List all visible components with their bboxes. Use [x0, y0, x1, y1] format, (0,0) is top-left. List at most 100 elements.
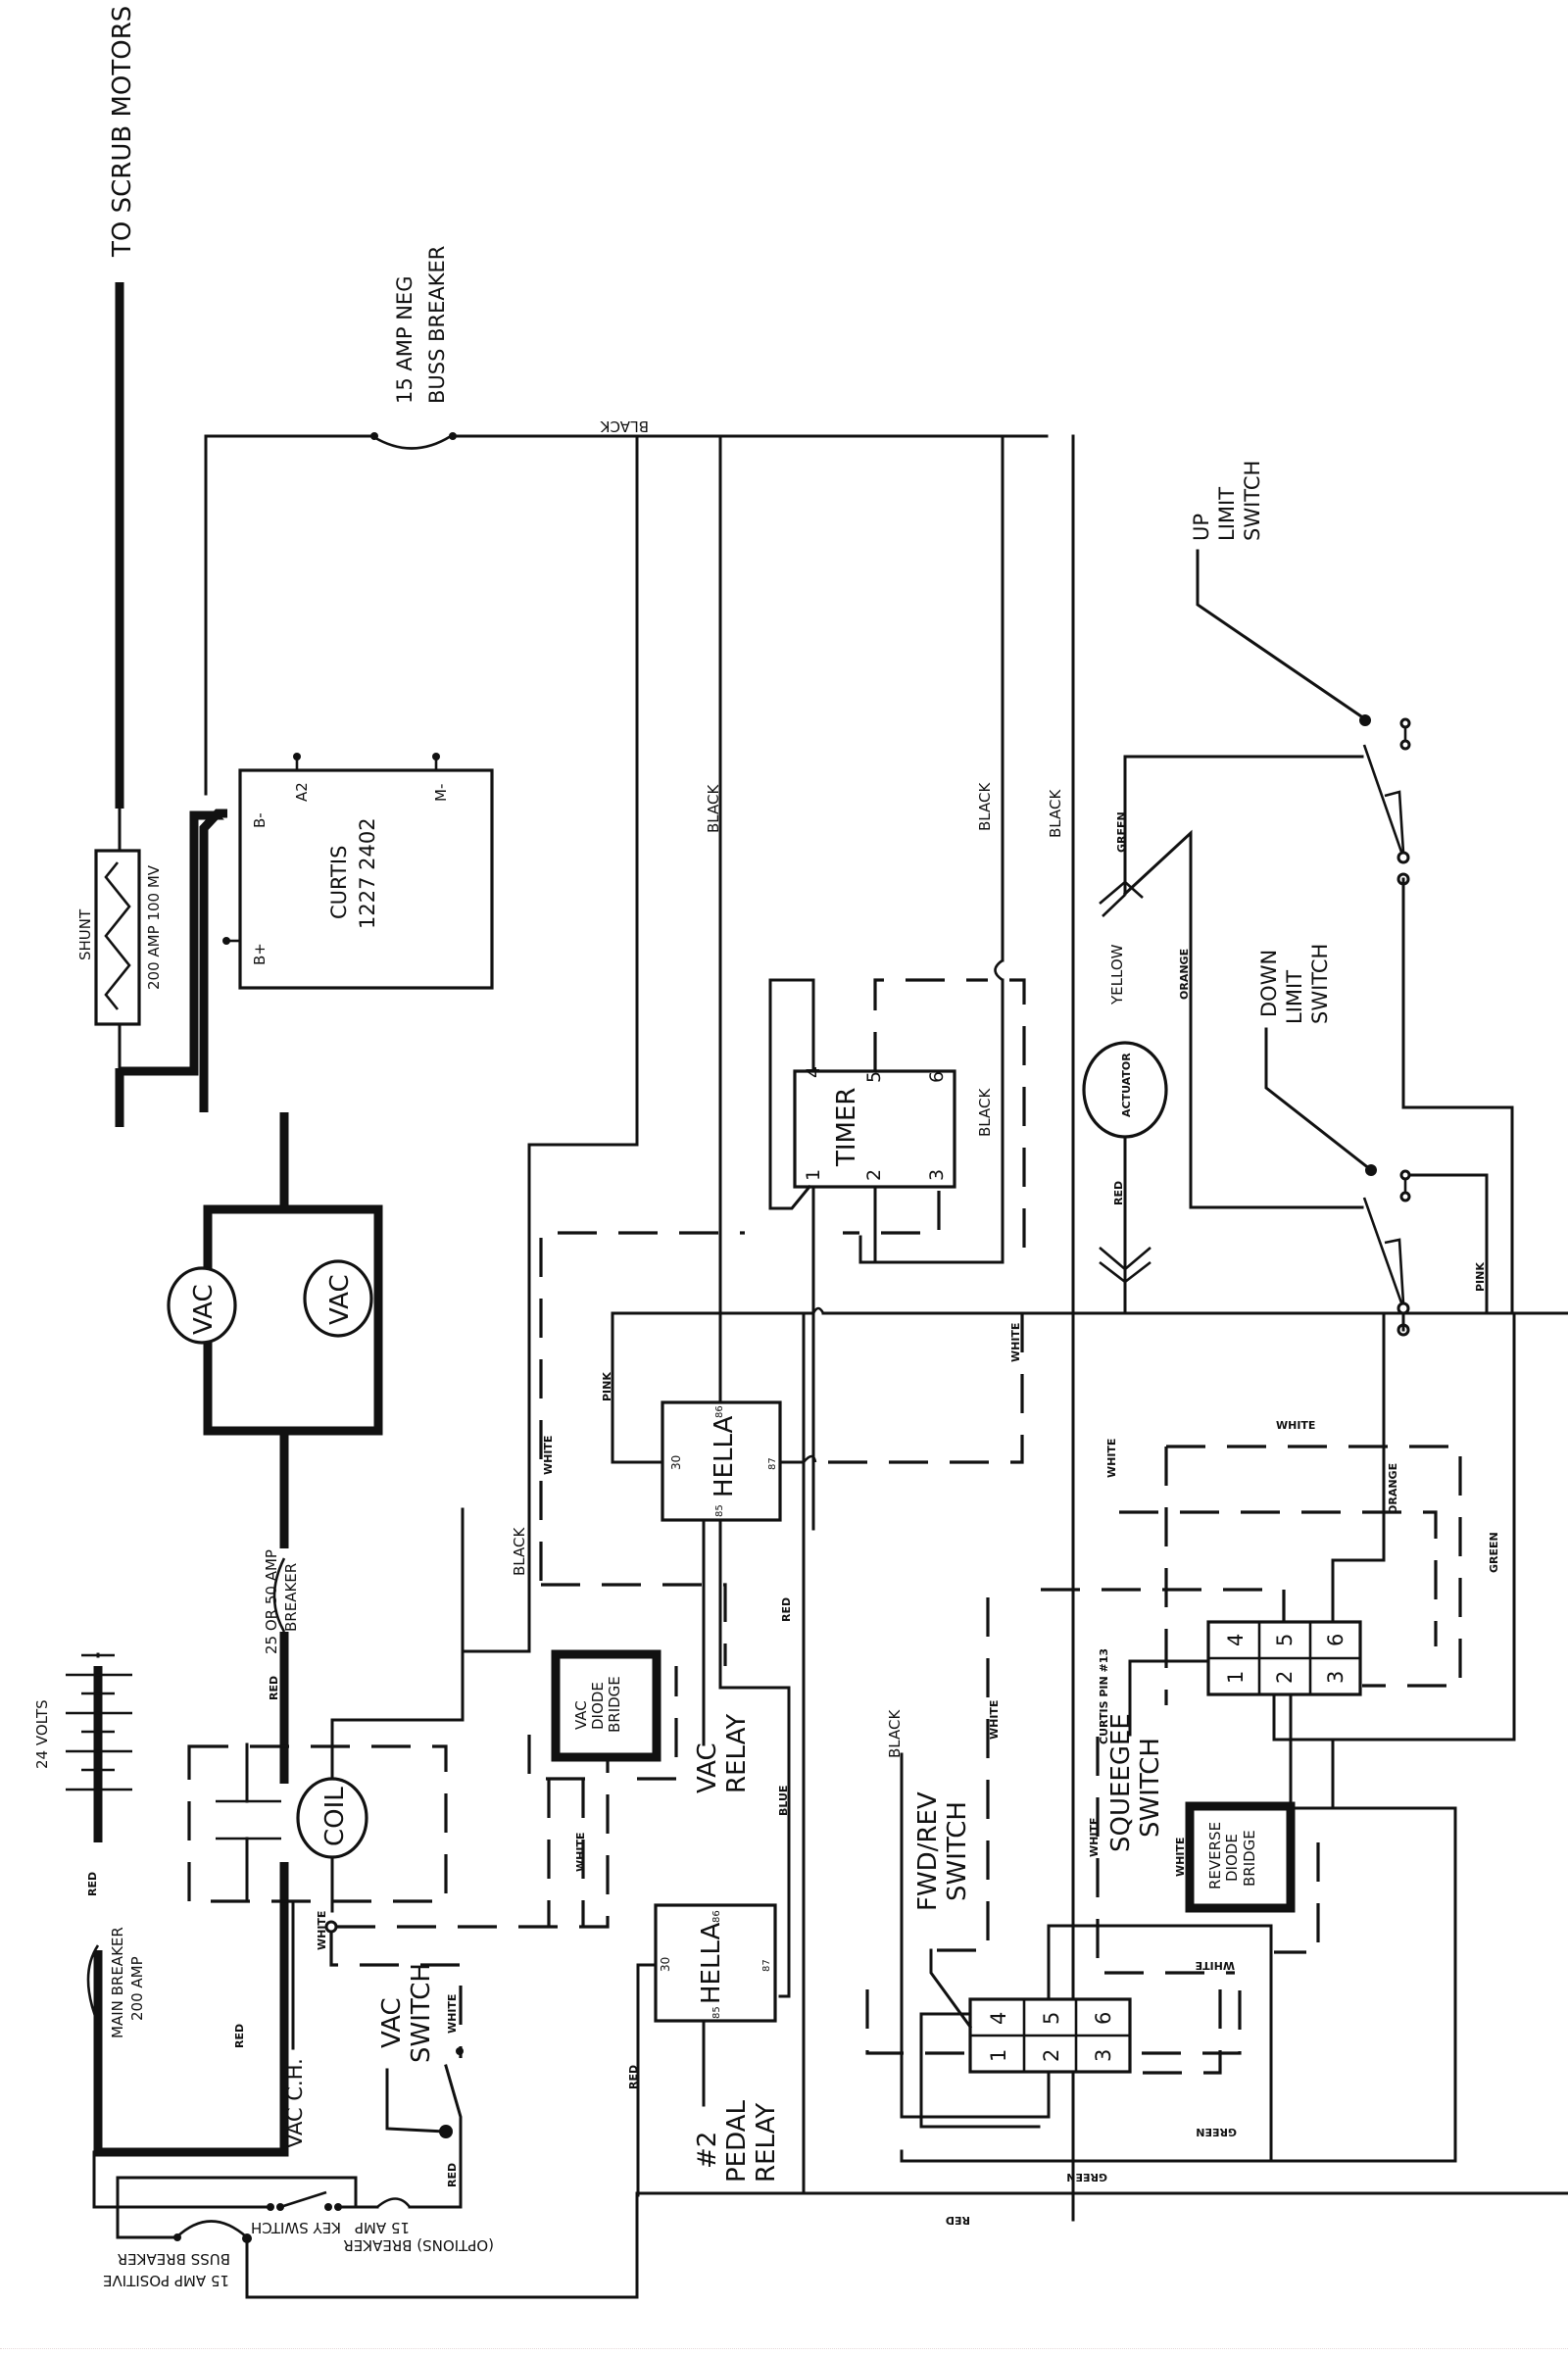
wire-label-black-5: BLACK: [511, 1527, 528, 1576]
wire-label-red-5: RED: [780, 1597, 793, 1622]
wire-label-white-6: WHITE: [1276, 1419, 1315, 1432]
fwdrev-pin-4: 4: [987, 2012, 1010, 2025]
vac-relay-line1: VAC: [693, 1742, 722, 1793]
squeegee-switch-block: 4 5 6 1 2 3 WHITE ORANGE GREEN WHITE CUR…: [1041, 1311, 1516, 2163]
timer: 4 5 6 1 2 3 TIMER: [768, 978, 1026, 1531]
squeegee-pin-3: 3: [1324, 1671, 1348, 1684]
timer-label: TIMER: [832, 1088, 861, 1167]
curtis-b-minus: B-: [251, 812, 269, 828]
wire-label-red-1: RED: [268, 1676, 280, 1700]
key-switch-area: KEY SWITCH 15 AMP (OPTIONS) BREAKER BUSS…: [92, 2150, 1568, 2299]
squeegee-pin-2: 2: [1273, 1671, 1297, 1684]
wire-label-red-4: RED: [446, 2163, 459, 2187]
vac-motor-2-label: VAC: [325, 1274, 355, 1325]
wire-label-white-2: WHITE: [446, 1994, 459, 2034]
vac-relay: PINK 30 86 87 85 HELLA VAC RELAY RED BLU…: [601, 1306, 1568, 2195]
vac-motors: VAC VAC: [167, 1259, 373, 1345]
wire-label-black-1: BLACK: [705, 784, 722, 833]
wire-label-white-9: WHITE: [988, 1700, 1001, 1740]
vac-motor-1-label: VAC: [189, 1284, 219, 1335]
up-limit-line1: UP: [1190, 514, 1213, 541]
actuator-circuit: ACTUATOR YELLOW RED GREEN ORANGE UP LIMI…: [1082, 461, 1514, 1337]
fwdrev-pin-2: 2: [1040, 2049, 1063, 2062]
main-breaker-line2: 200 AMP: [128, 1956, 146, 2021]
curtis-a2: A2: [293, 782, 311, 802]
coil-label: COIL: [320, 1787, 350, 1846]
wire-label-white-5: WHITE: [574, 1833, 587, 1872]
curtis-b-plus: B+: [251, 943, 269, 965]
squeegee-pin-6: 6: [1324, 1634, 1348, 1646]
vac-breaker-line1: 25 OR 50 AMP: [263, 1549, 280, 1654]
pedal-relay-line1: #2: [693, 2132, 722, 2169]
actuator-label: ACTUATOR: [1120, 1053, 1133, 1117]
vac-diode-bridge: VAC DIODE BRIDGE WHITE: [527, 1649, 678, 1927]
wire-label-green-2: GREEN: [1488, 1532, 1500, 1573]
curtis-m-minus: M-: [432, 784, 450, 802]
down-limit-line2: LIMIT: [1283, 970, 1306, 1024]
wire-label-green-1: GREEN: [1115, 811, 1128, 853]
vac-breaker-line2: BREAKER: [282, 1563, 300, 1632]
main-breaker-line1: MAIN BREAKER: [109, 1927, 126, 2038]
wire-label-pink-2: PINK: [1474, 1262, 1487, 1292]
wire-label-red-3: RED: [233, 2024, 246, 2048]
to-scrub-motors-label: TO SCRUB MOTORS: [108, 6, 137, 258]
pos-breaker-line1: BUSS BREAKER: [118, 2250, 230, 2268]
key-switch-label: KEY SWITCH: [251, 2219, 341, 2236]
fwd-rev-switch-block: 4 5 6 1 2 3 FWD/REV SWITCH WHITE WHITE W…: [865, 1597, 1457, 2183]
vac-solenoid: COIL: [187, 1507, 465, 1913]
wire-label-black-4: BLACK: [976, 1088, 994, 1137]
neg-breaker-line1: 15 AMP NEG: [393, 276, 416, 404]
wire-label-black-6: BLACK: [886, 1709, 904, 1758]
reverse-diode-line2: DIODE: [1223, 1834, 1241, 1882]
vac-relay-pin-30: 30: [669, 1455, 683, 1470]
timer-pin-2: 2: [863, 1169, 885, 1181]
options-breaker-line1: 15 AMP: [355, 2219, 410, 2236]
timer-pin-5: 5: [863, 1071, 885, 1083]
fwdrev-pin-1: 1: [987, 2049, 1010, 2062]
wire-label-white-8: WHITE: [1174, 1838, 1187, 1877]
wire-label-red-8: RED: [1112, 1181, 1125, 1205]
vac-ch-label: VAC C.H.: [283, 2058, 307, 2148]
wire-label-black-2: BLACK: [976, 782, 994, 831]
vac-switch-area: VAC C.H. WHITE VAC SWITCH WHITE RED: [283, 1744, 610, 2207]
squeegee-line1: SQUEEGEE: [1106, 1713, 1136, 1852]
up-limit-line3: SWITCH: [1241, 461, 1264, 541]
vac-relay-pin-85: 85: [714, 1504, 725, 1517]
fwdrev-line2: SWITCH: [943, 1801, 972, 1901]
pedal-relay-pin-85: 85: [711, 2006, 722, 2019]
pedal-relay-pin-87: 87: [761, 1959, 772, 1972]
wire-label-orange-1: ORANGE: [1178, 949, 1191, 1000]
wire-label-white-10: WHITE: [1088, 1818, 1101, 1857]
neg-breaker-line2: BUSS BREAKER: [425, 246, 449, 404]
vac-relay-pin-86: 86: [714, 1405, 725, 1418]
pedal-relay-line3: RELAY: [752, 2103, 781, 2183]
up-limit-line2: LIMIT: [1215, 487, 1239, 541]
curtis-pin-label: CURTIS PIN #13: [1098, 1648, 1110, 1744]
vac-breaker: 25 OR 50 AMP BREAKER RED: [263, 1549, 300, 1700]
timer-pin-6: 6: [926, 1071, 948, 1083]
pedal-relay-hella: HELLA: [697, 1922, 726, 2004]
main-breaker: MAIN BREAKER 200 AMP RED RED: [86, 1872, 246, 2048]
vac-relay-hella: HELLA: [710, 1415, 739, 1497]
timer-pin-3: 3: [926, 1169, 948, 1181]
down-limit-line3: SWITCH: [1308, 944, 1332, 1024]
squeegee-pin-4: 4: [1224, 1634, 1248, 1646]
battery-24v: 24 VOLTS: [33, 1652, 132, 1791]
wire-label-pink-1: PINK: [601, 1372, 613, 1401]
wire-label-yellow: YELLOW: [1108, 944, 1126, 1006]
vac-relay-pin-87: 87: [767, 1457, 778, 1470]
pedal-relay-pin-30: 30: [659, 1957, 672, 1972]
shunt-label: SHUNT: [76, 908, 94, 960]
pedal-relay: 30 86 87 85 HELLA #2 PEDAL RELAY RED RED: [627, 1903, 970, 2227]
vac-motor-2: [303, 1259, 373, 1338]
reverse-diode-line1: REVERSE: [1206, 1822, 1224, 1889]
vac-motor-1: [167, 1266, 237, 1345]
reverse-diode-line3: BRIDGE: [1241, 1830, 1258, 1887]
wire-label-white-1: WHITE: [316, 1911, 328, 1950]
wire-label-red-6: RED: [627, 2065, 640, 2089]
curtis-name: CURTIS: [327, 846, 351, 919]
vac-diode-line2: DIODE: [589, 1682, 607, 1730]
wire-label-green-3: GREEN: [1196, 2126, 1237, 2138]
neg-buss-breaker: 15 AMP NEG BUSS BREAKER BLACK: [204, 246, 1049, 796]
